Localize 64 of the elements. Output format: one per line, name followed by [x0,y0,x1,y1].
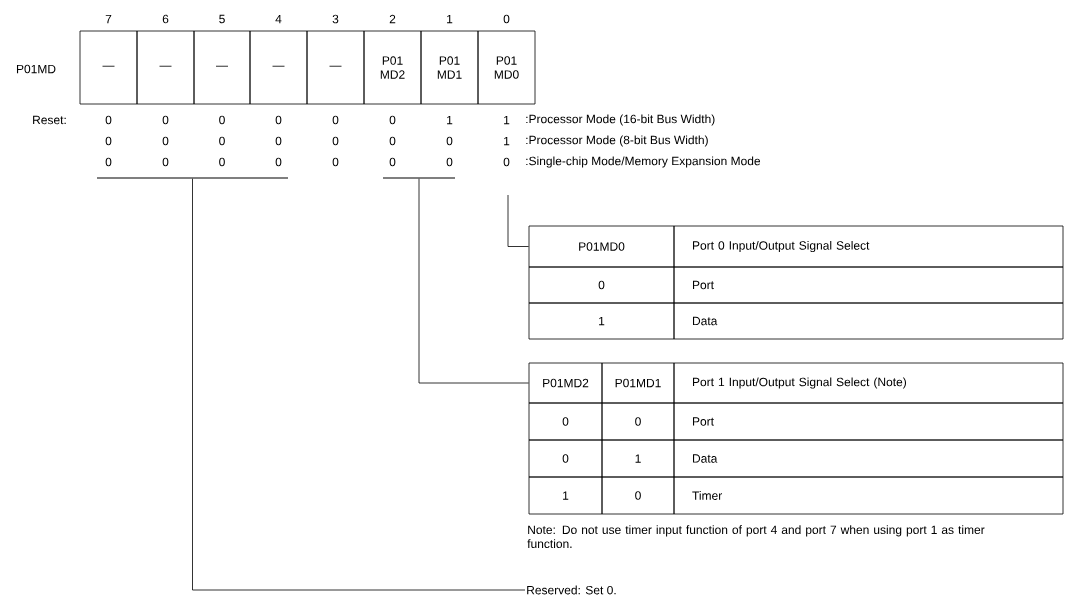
register-name: P01MD [17,64,56,74]
bit-value: 0 [389,136,396,146]
bit-cell: — [136,30,195,105]
bit-value: 0 [105,136,112,146]
reserved-label: Reserved: Set 0. [527,585,616,595]
bit-value: 0 [446,136,453,146]
bit-value: 1 [447,115,453,125]
table-cell: 0 [528,439,603,478]
bit-value: 0 [105,115,112,125]
bit-value: 0 [503,157,510,167]
bit-value: 0 [389,115,396,125]
bit-cell: P01 MD0 [477,30,536,105]
table-cell: Data [673,439,1064,478]
table-cell: Data [673,302,1064,340]
table-cell: 0 [601,476,675,515]
mode-description: :Processor Mode (16-bit Bus Width) [526,114,715,126]
reset-label: Reset: [33,115,66,125]
bit-cell: — [249,30,308,105]
bit-number: 3 [332,14,339,24]
table-cell: P01MD2 [528,362,603,404]
leader-line [507,194,529,247]
bracket-line [97,177,288,179]
mode-description: :Single-chip Mode/Memory Expansion Mode [526,156,761,168]
bit-cell: P01 MD1 [420,30,479,105]
note-text: Note: Do not use timer input function of port 4 and port 7 when using port 1 as timer function. [527,525,985,548]
bit-number: 5 [219,14,225,24]
table-cell: 0 [601,402,675,441]
bit-number: 0 [503,14,510,24]
bit-value: 0 [275,115,282,125]
bit-number: 7 [105,14,112,24]
bit-value: 0 [332,157,339,167]
bracket-line [383,177,455,179]
bit-value: 0 [162,115,169,125]
bit-value: 0 [162,136,169,146]
bit-number: 1 [447,14,453,24]
table-cell: P01MD0 [528,225,675,268]
table-cell: Timer [673,476,1064,515]
bit-cell: — [306,30,365,105]
mode-description: :Processor Mode (8-bit Bus Width) [526,135,708,147]
bit-value: 1 [504,115,510,125]
bit-value: 0 [219,136,225,146]
table-cell: 0 [528,266,675,304]
table-cell: P01MD1 [601,362,675,404]
bit-value: 0 [219,115,225,125]
table-cell: 1 [528,302,675,340]
bit-cell: — [193,30,251,105]
leader-line [192,178,526,591]
table-cell: Port 1 Input/Output Signal Select (Note) [673,362,1064,404]
bit-value: 0 [332,136,339,146]
bit-value: 0 [332,115,339,125]
table-cell: 0 [528,402,603,441]
bit-value: 0 [275,136,282,146]
bit-cell: — [79,30,138,105]
bit-number: 4 [275,14,282,24]
table-cell: 1 [601,439,675,478]
bit-value: 1 [504,136,510,146]
table-cell: Port 0 Input/Output Signal Select [673,225,1064,268]
table-cell: Port [673,266,1064,304]
bit-number: 2 [389,14,396,24]
leader-line [418,178,529,384]
table-cell: 1 [528,476,603,515]
bit-number: 6 [162,14,169,24]
table-cell: Port [673,402,1064,441]
bit-cell: P01 MD2 [363,30,422,105]
